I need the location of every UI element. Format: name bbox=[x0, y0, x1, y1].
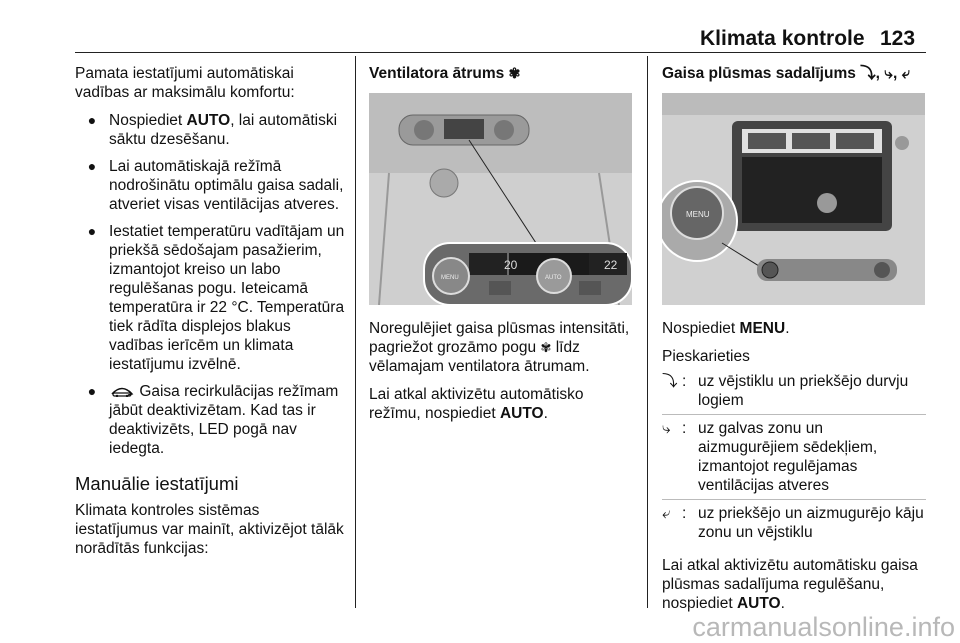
fan-text: līdz vēlamajam ventilatora ātrumam. bbox=[369, 339, 590, 375]
airflow-feet-icon: ⤶ bbox=[662, 505, 671, 522]
infotainment-illustration: MENU bbox=[662, 93, 925, 305]
airflow-option: ⤷: uz galvas zonu un aizmugurējiem sēdek… bbox=[662, 419, 926, 495]
outro-text: Klimata kontroles sistēmas iestatījumus … bbox=[75, 502, 344, 557]
right-temp-readout: 22 bbox=[604, 258, 618, 272]
outro-text: Lai atkal aktivizētu automātisku gaisa p… bbox=[662, 557, 918, 612]
auto-text: Lai atkal aktivizētu automātisko režīmu,… bbox=[369, 386, 584, 422]
bullet-text: Lai automātiskajā režīmā nodrošinātu opt… bbox=[109, 158, 344, 213]
menu-knob-label: MENU bbox=[441, 275, 459, 281]
airflow-option-text: uz priekšējo un aizmugurējo kāju zonu un… bbox=[698, 505, 924, 541]
press-text: Nospiediet bbox=[662, 320, 740, 337]
bullet-text: Gaisa recirkulācijas režīmam jābūt deakt… bbox=[109, 383, 339, 457]
column-2: Ventilatora ātrums ✾ 20 22 MENU AUTO Nor… bbox=[369, 64, 637, 432]
column-divider bbox=[647, 56, 648, 608]
fan-speed-heading: Ventilatora ātrums ✾ bbox=[369, 64, 637, 83]
header-rule bbox=[75, 52, 926, 53]
bullet-icon: ● bbox=[87, 383, 97, 399]
auto-keyword: AUTO bbox=[736, 595, 781, 612]
airflow-windscreen-icon: ⤵ bbox=[860, 65, 876, 82]
climate-panel-illustration: 20 22 MENU AUTO bbox=[369, 93, 632, 305]
fan-speed-title: Ventilatora ātrums bbox=[369, 65, 505, 82]
watermark: carmanualsonline.info bbox=[692, 612, 955, 642]
left-temp-readout: 20 bbox=[504, 258, 518, 272]
bullet-icon: ● bbox=[87, 223, 97, 239]
airflow-feet-icon: ⤶ bbox=[901, 65, 911, 82]
menu-keyword: MENU bbox=[739, 320, 786, 337]
fan-text: Noregulējiet gaisa plūsmas intensitāti, … bbox=[369, 320, 630, 356]
airflow-title: Gaisa plūsmas sadalījums bbox=[662, 65, 856, 82]
airflow-windscreen-icon: ⤵ bbox=[662, 373, 678, 390]
airflow-head-icon: ⤷ bbox=[662, 420, 671, 437]
section-heading: Manuālie iestatījumi bbox=[75, 473, 239, 494]
auto-keyword: AUTO bbox=[499, 405, 544, 422]
chapter-title: Klimata kontrole bbox=[700, 27, 865, 50]
outro-text: . bbox=[780, 595, 785, 612]
auto-knob-label: AUTO bbox=[545, 275, 562, 281]
bullet-icon: ● bbox=[87, 158, 97, 174]
bullet-text: Nospiediet bbox=[109, 112, 187, 129]
bullet-text: Iestatiet temperatūru vadītājam un priek… bbox=[109, 223, 345, 373]
auto-keyword: AUTO bbox=[186, 112, 231, 129]
intro-text: Pamata iestatījumi automātiskai vadības … bbox=[75, 65, 295, 101]
fan-icon: ✾ bbox=[540, 340, 552, 355]
fan-speed-instruction: Noregulējiet gaisa plūsmas intensitāti, … bbox=[369, 319, 637, 376]
airflow-option-text: uz galvas zonu un aizmugurējiem sēdekļie… bbox=[698, 420, 878, 494]
bullet-item: ● Iestatiet temperatūru vadītājam un pri… bbox=[75, 222, 345, 374]
press-menu-instruction: Nospiediet MENU. bbox=[662, 319, 926, 338]
auto-instruction: Lai atkal aktivizētu automātisko režīmu,… bbox=[369, 385, 637, 423]
auto-text: . bbox=[543, 405, 548, 422]
bullet-item: ● Gaisa recirkulācijas režīmam jābūt dea… bbox=[75, 382, 345, 458]
infotainment-photo: MENU bbox=[662, 93, 925, 305]
climate-panel-photo: 20 22 MENU AUTO bbox=[369, 93, 632, 305]
column-1: Pamata iestatījumi automātiskai vadības … bbox=[75, 64, 345, 567]
column-divider bbox=[355, 56, 356, 608]
tap-label: Pieskarieties bbox=[662, 348, 750, 365]
airflow-option: ⤵: uz vējstiklu un priekšējo durvju logi… bbox=[662, 372, 926, 410]
bullet-icon: ● bbox=[87, 112, 97, 128]
recirculation-icon bbox=[111, 387, 134, 398]
airflow-option-text: uz vējstiklu un priekšējo durvju logiem bbox=[698, 373, 909, 409]
airflow-heading: Gaisa plūsmas sadalījums ⤵, ⤷, ⤶ bbox=[662, 65, 911, 82]
column-3: Gaisa plūsmas sadalījums ⤵, ⤷, ⤶ MENU No… bbox=[662, 64, 926, 622]
bullet-text: , lai automātiski sāktu dzesēšanu. bbox=[109, 112, 338, 148]
bullet-item: ● Nospiediet AUTO, lai automātiski sāktu… bbox=[75, 111, 345, 149]
airflow-option: ⤶: uz priekšējo un aizmugurējo kāju zonu… bbox=[662, 504, 926, 542]
bullet-item: ● Lai automātiskajā režīmā nodrošinātu o… bbox=[75, 157, 345, 214]
airflow-head-icon: ⤷ bbox=[884, 65, 893, 82]
menu-knob-label: MENU bbox=[686, 210, 710, 219]
press-text: . bbox=[785, 320, 790, 337]
page-number: 123 bbox=[880, 27, 916, 50]
auto-airflow-instruction: Lai atkal aktivizētu automātisku gaisa p… bbox=[662, 556, 926, 613]
fan-icon: ✾ bbox=[508, 65, 521, 81]
